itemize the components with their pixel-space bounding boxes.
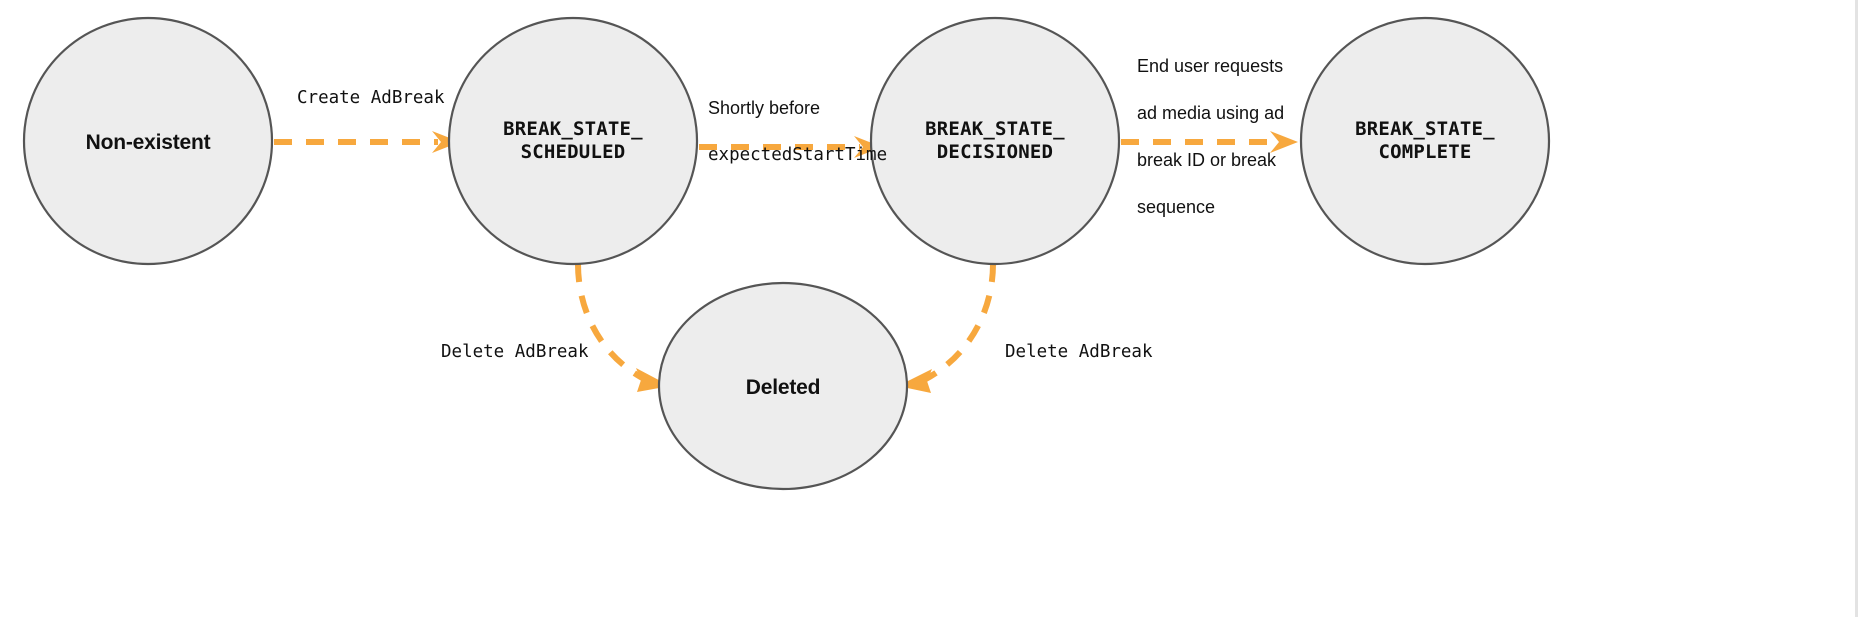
edge-create-adbreak	[274, 131, 460, 153]
state-node-break-state-complete[interactable]	[1299, 16, 1551, 266]
state-node-deleted[interactable]	[657, 281, 909, 491]
edge-end-user-requests-ad-media	[1121, 131, 1298, 153]
edge-delete-adbreak-from-scheduled	[575, 263, 670, 392]
edge-shortly-before-expected-start-time	[699, 136, 882, 158]
edge-delete-adbreak-from-decisioned	[898, 263, 996, 393]
state-node-break-state-decisioned[interactable]	[869, 16, 1121, 266]
state-node-break-state-scheduled[interactable]	[447, 16, 699, 266]
state-node-non-existent[interactable]	[22, 16, 274, 266]
right-edge-divider	[1855, 0, 1858, 617]
